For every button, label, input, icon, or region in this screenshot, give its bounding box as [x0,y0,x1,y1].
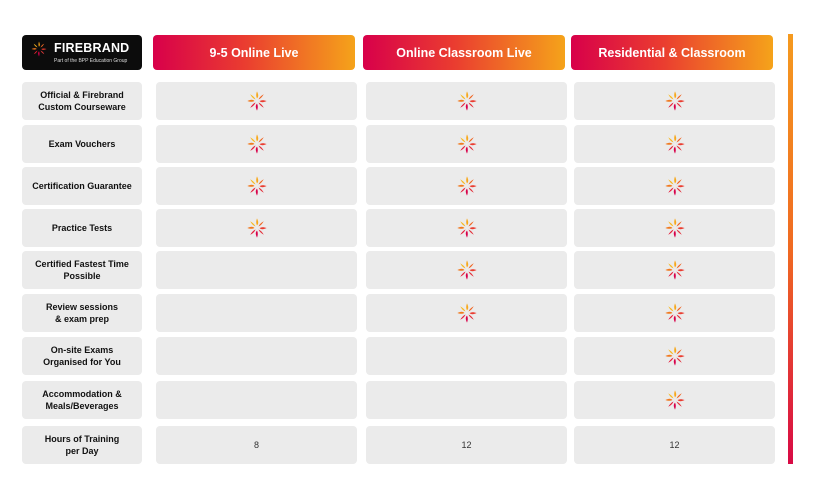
table-cell [156,209,357,247]
table-cell [366,337,567,375]
table-cell [574,167,775,205]
row-label: Certification Guarantee [22,167,142,205]
table-cell: 8 [156,426,357,464]
firebrand-flame-icon [456,260,477,280]
firebrand-logo: FIREBRAND Part of the BPP Education Grou… [22,35,142,70]
table-cell [156,381,357,419]
table-cell [366,82,567,120]
table-cell [366,209,567,247]
firebrand-flame-icon [456,303,477,323]
table-cell [366,167,567,205]
accent-side-bar [788,34,793,464]
hours-value: 12 [461,440,472,450]
table-cell [574,337,775,375]
firebrand-flame-icon [664,390,685,410]
table-cell: 12 [366,426,567,464]
table-cell [574,125,775,163]
firebrand-flame-icon [246,134,267,154]
brand-name: FIREBRAND [54,41,130,55]
row-label: Review sessions & exam prep [22,294,142,332]
hours-value: 8 [253,440,259,450]
row-label: Official & Firebrand Custom Courseware [22,82,142,120]
table-cell [156,251,357,289]
firebrand-flame-icon [664,218,685,238]
firebrand-flame-icon [664,260,685,280]
firebrand-flame-icon [456,218,477,238]
row-label: Exam Vouchers [22,125,142,163]
row-label: Certified Fastest Time Possible [22,251,142,289]
table-cell [156,125,357,163]
firebrand-flame-icon [664,303,685,323]
firebrand-flame-icon [456,176,477,196]
table-cell [574,251,775,289]
firebrand-flame-icon [246,218,267,238]
firebrand-flame-icon [456,134,477,154]
table-cell [366,294,567,332]
firebrand-flame-icon [31,41,47,57]
table-cell [156,337,357,375]
firebrand-flame-icon [246,91,267,111]
row-label: Practice Tests [22,209,142,247]
column-header-residential: Residential & Classroom [571,35,773,70]
firebrand-flame-icon [664,91,685,111]
table-cell [366,251,567,289]
table-cell [574,209,775,247]
table-cell [366,125,567,163]
firebrand-flame-icon [664,134,685,154]
row-label: Accommodation & Meals/Beverages [22,381,142,419]
brand-tagline: Part of the BPP Education Group [54,58,128,64]
row-label: On-site Exams Organised for You [22,337,142,375]
table-cell [366,381,567,419]
firebrand-flame-icon [664,346,685,366]
table-cell [156,82,357,120]
hours-value: 12 [669,440,680,450]
column-header-online-live: 9-5 Online Live [153,35,355,70]
firebrand-flame-icon [456,91,477,111]
table-cell [574,294,775,332]
table-cell: 12 [574,426,775,464]
table-cell [156,167,357,205]
table-cell [574,82,775,120]
table-cell [156,294,357,332]
firebrand-flame-icon [664,176,685,196]
firebrand-flame-icon [246,176,267,196]
column-header-online-classroom: Online Classroom Live [363,35,565,70]
row-label: Hours of Training per Day [22,426,142,464]
table-cell [574,381,775,419]
